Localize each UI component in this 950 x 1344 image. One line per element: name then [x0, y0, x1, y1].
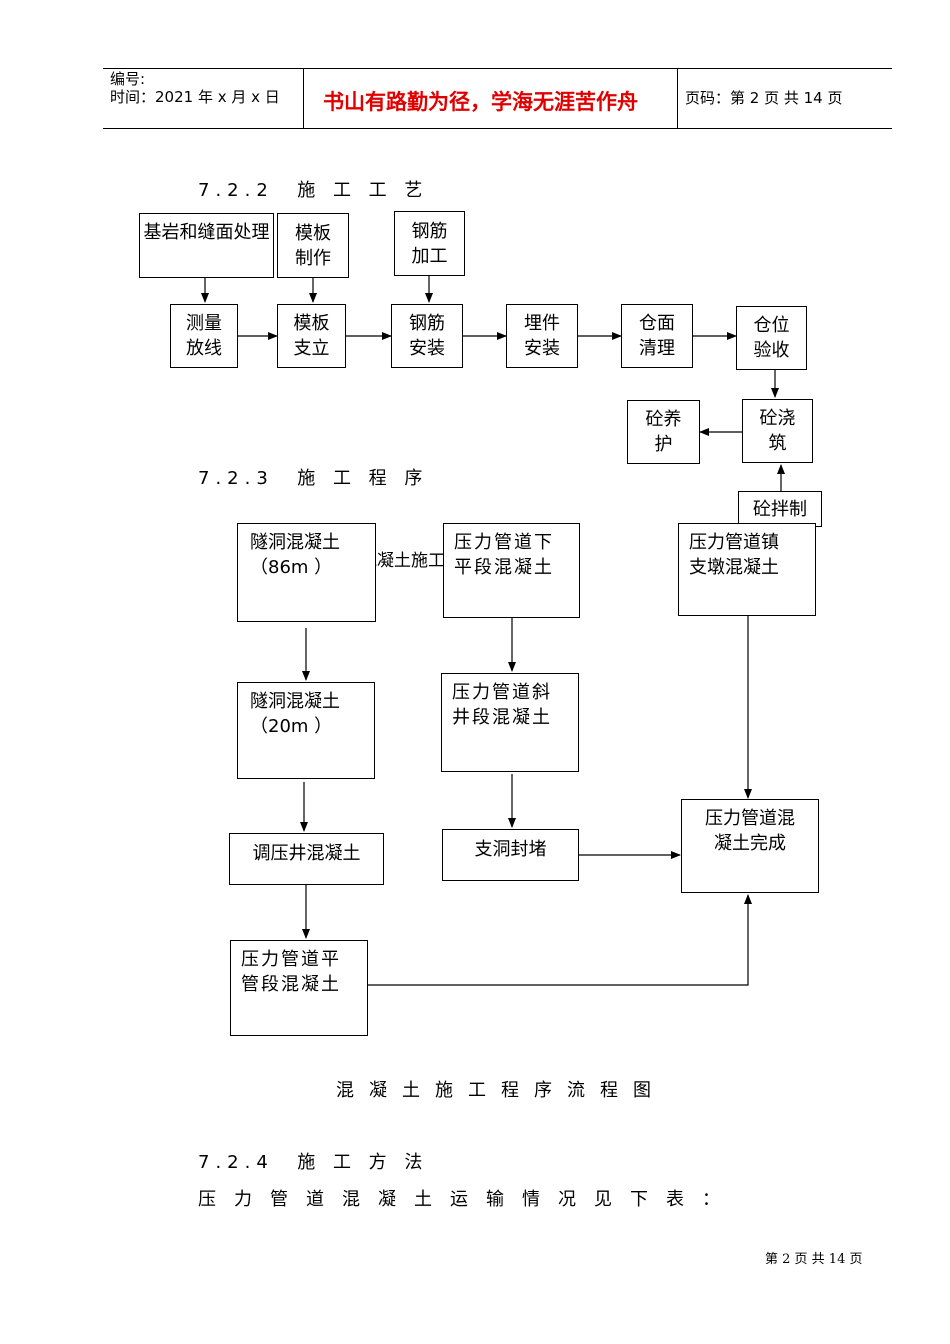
- process-step-formwork-set: 模板 支立: [277, 304, 346, 368]
- process-step-base-treatment: 基岩和缝面处理: [139, 213, 274, 278]
- sequence-adit-plug: 支洞封堵: [442, 829, 579, 881]
- sequence-pipe-anchor: 压力管道镇 支墩混凝土: [678, 523, 816, 616]
- sequence-pipe-complete: 压力管道混 凝土完成: [681, 799, 819, 893]
- sequence-pipe-incline: 压力管道斜 井段混凝土: [441, 673, 579, 772]
- process-step-acceptance: 仓位 验收: [736, 306, 807, 370]
- process-step-survey: 测量 放线: [170, 304, 238, 368]
- footer-page-number: 第 2 页 共 14 页: [765, 1252, 863, 1267]
- body-paragraph: 压力管道混凝土运输情况见下表：: [198, 1189, 738, 1210]
- process-step-formwork-make: 模板 制作: [277, 213, 349, 278]
- document-time: 时间：2021 年 x 月 x 日: [110, 88, 280, 106]
- process-step-mixing: 砼拌制: [738, 491, 822, 527]
- flowchart-caption: 混凝土施工程序流程图: [336, 1080, 666, 1101]
- process-step-rebar-install: 钢筋 安装: [391, 304, 463, 368]
- overlap-label: 混凝土施工: [360, 551, 445, 571]
- sequence-tunnel-20m: 隧洞混凝土 （20m ）: [237, 682, 375, 779]
- document-number-label: 编号:: [110, 70, 146, 88]
- sequence-tunnel-86m: 隧洞混凝土 （86m ）: [237, 523, 376, 622]
- process-step-embedded-parts: 埋件 安装: [506, 304, 578, 368]
- process-step-surface-clean: 仓面 清理: [621, 304, 693, 368]
- sequence-pipe-flat: 压力管道平 管段混凝土: [230, 940, 368, 1036]
- header-page-number: 页码：第 2 页 共 14 页: [685, 89, 843, 107]
- sequence-pipe-lower-flat: 压力管道下 平段混凝土: [443, 523, 580, 618]
- sequence-surge-chamber: 调压井混凝土: [229, 833, 384, 885]
- process-step-pouring: 砼浇 筑: [742, 399, 813, 463]
- section-heading-723: 7.2.3 施 工 程 序: [198, 468, 429, 489]
- process-step-rebar-process: 钢筋 加工: [394, 211, 465, 276]
- header-motto: 书山有路勤为径，学海无涯苦作舟: [323, 89, 638, 114]
- process-step-curing: 砼养 护: [627, 400, 700, 464]
- section-heading-724: 7.2.4 施 工 方 法: [198, 1152, 429, 1173]
- section-heading-722: 7.2.2 施 工 工 艺: [198, 180, 429, 201]
